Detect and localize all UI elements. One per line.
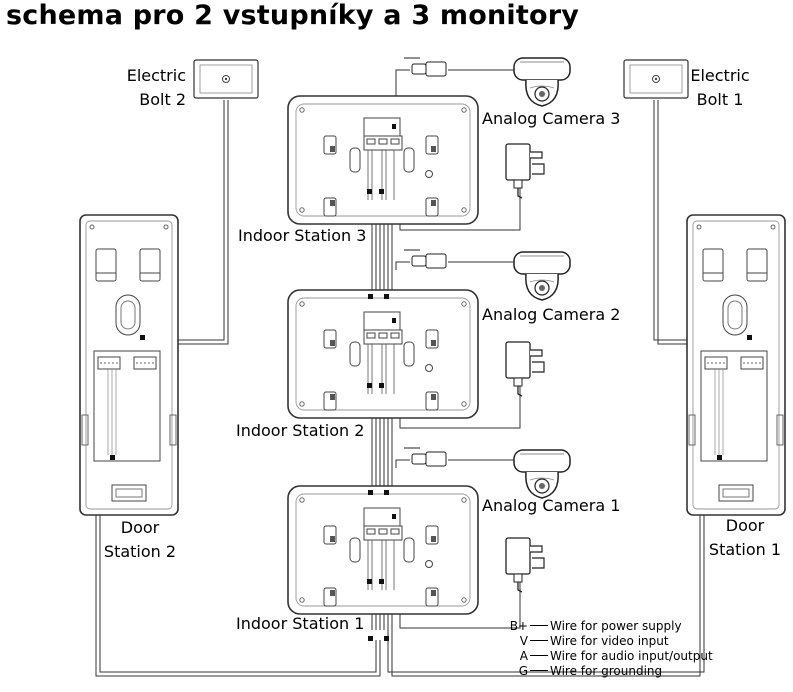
legend-key: G bbox=[518, 664, 528, 678]
door-station-1-label: Door Station 1 bbox=[700, 514, 790, 562]
indoor-station-1-label: Indoor Station 1 bbox=[236, 614, 365, 633]
electric-bolt-1 bbox=[623, 59, 689, 99]
analog-camera-1 bbox=[513, 449, 571, 499]
door-station-2-label: Door Station 2 bbox=[94, 516, 186, 564]
analog-camera-2 bbox=[513, 251, 571, 301]
legend-row: B+ Wire for power supply bbox=[494, 619, 713, 634]
indoor-station-3 bbox=[287, 95, 479, 225]
power-adapter-1 bbox=[505, 537, 545, 593]
power-adapter-2 bbox=[505, 341, 545, 397]
door-station-2-label-line2: Station 2 bbox=[103, 542, 177, 561]
door-station-2 bbox=[79, 214, 179, 516]
electric-bolt-2 bbox=[193, 59, 259, 99]
door-station-1-label-line2: Station 1 bbox=[708, 540, 782, 559]
legend-row: V Wire for video input bbox=[494, 634, 713, 649]
analog-camera-2-label: Analog Camera 2 bbox=[482, 305, 621, 324]
wire-legend: B+ Wire for power supply V Wire for video … bbox=[494, 619, 713, 679]
legend-text: Wire for video input bbox=[550, 634, 669, 648]
door-station-2-label-line1: Door bbox=[120, 518, 160, 537]
legend-row: A Wire for audio input/output bbox=[494, 649, 713, 664]
legend-key: B+ bbox=[509, 619, 528, 633]
electric-bolt-1-label: Electric Bolt 1 bbox=[680, 64, 760, 112]
electric-bolt-1-label-line2: Bolt 1 bbox=[696, 90, 744, 109]
indoor-station-2-label: Indoor Station 2 bbox=[236, 421, 365, 440]
electric-bolt-1-label-line1: Electric bbox=[690, 66, 750, 85]
legend-key: A bbox=[519, 649, 528, 663]
indoor-station-2 bbox=[287, 289, 479, 419]
indoor-station-3-label: Indoor Station 3 bbox=[238, 226, 367, 245]
analog-camera-3 bbox=[513, 57, 571, 107]
legend-text: Wire for grounding bbox=[550, 664, 663, 678]
door-station-1-label-line1: Door bbox=[725, 516, 765, 535]
legend-text: Wire for power supply bbox=[550, 619, 682, 633]
legend-row: G Wire for grounding bbox=[494, 664, 713, 679]
legend-text: Wire for audio input/output bbox=[550, 649, 713, 663]
indoor-station-1 bbox=[287, 485, 479, 615]
analog-camera-1-label: Analog Camera 1 bbox=[482, 496, 621, 515]
electric-bolt-2-label: Electric Bolt 2 bbox=[110, 64, 186, 112]
camera-connectors bbox=[404, 57, 447, 467]
power-adapter-3 bbox=[505, 143, 545, 199]
electric-bolt-2-label-line1: Electric bbox=[126, 66, 186, 85]
diagram-title: schema pro 2 vstupníky a 3 monitory bbox=[6, 0, 580, 31]
junction-markers bbox=[368, 294, 389, 641]
analog-camera-3-label: Analog Camera 3 bbox=[482, 109, 621, 128]
door-station-1 bbox=[686, 214, 786, 516]
legend-key: V bbox=[519, 634, 528, 648]
electric-bolt-2-label-line2: Bolt 2 bbox=[139, 90, 186, 109]
